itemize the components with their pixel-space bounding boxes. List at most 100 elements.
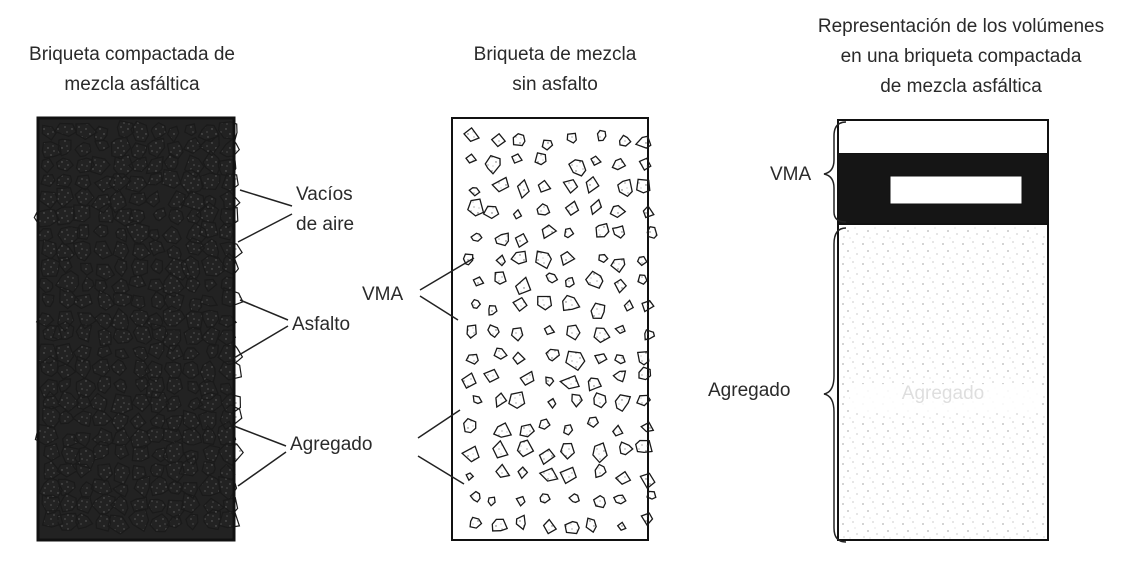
aggregate-particle (644, 329, 656, 341)
aggregate-particle (491, 518, 509, 532)
aggregate-particle (468, 187, 481, 197)
aggregate-particle (39, 378, 59, 399)
aggregate-particle (42, 390, 62, 410)
aggregate-particle (38, 190, 59, 210)
aggregate-particle (127, 156, 149, 173)
aggregate-particle (187, 396, 204, 411)
aggregate-particle (166, 125, 180, 144)
aggregate-particle (42, 324, 63, 342)
aggregate-particle (109, 494, 129, 517)
aggregate-particle (200, 326, 221, 348)
aggregate-particle (536, 203, 551, 216)
aggregate-particle (162, 329, 182, 352)
aggregate-particle (114, 443, 130, 460)
aggregate-particle (95, 263, 116, 281)
aggregate-particle (91, 493, 116, 516)
aggregate-particle (611, 424, 624, 437)
aggregate-particle (623, 299, 635, 312)
aggregate-particle (470, 232, 483, 242)
aggregate-particle (59, 492, 78, 513)
aggregate-particle (41, 405, 61, 429)
aggregate-particle (510, 250, 528, 265)
aggregate-particle (56, 462, 78, 478)
aggregate-particle (637, 274, 648, 285)
aggregate-particle (125, 175, 148, 193)
aggregate-particle (56, 173, 73, 188)
aggregate-particle (220, 393, 242, 414)
aggregate-particle (566, 132, 577, 144)
aggregate-particle (53, 122, 77, 137)
aggregate-particle (107, 514, 131, 535)
aggregate-particle (201, 461, 216, 477)
aggregate-particle (37, 343, 59, 364)
aggregate-particle (112, 328, 134, 344)
aggregate-particle (495, 463, 511, 479)
aggregate-particle (57, 226, 81, 245)
aggregate-particle (469, 516, 483, 529)
aggregate-particle (147, 137, 166, 159)
aggregate-particle (131, 464, 147, 481)
aggregate-particle (111, 411, 129, 433)
aggregate-particle (145, 427, 165, 444)
aggregate-particle (91, 427, 114, 447)
aggregate-particle (183, 154, 205, 179)
aggregate-particle (131, 444, 150, 462)
aggregate-particle (38, 277, 54, 293)
aggregate-particle (130, 142, 148, 161)
aggregate-particle (74, 446, 97, 470)
aggregate-particle (186, 207, 202, 225)
aggregate-particle (484, 154, 501, 175)
aggregate-particle (73, 240, 92, 262)
aggregate-particle (563, 424, 574, 436)
aggregate-particle (41, 141, 62, 159)
aggregate-particle (72, 410, 92, 428)
aggregate-particle (129, 412, 147, 430)
aggregate-particle (74, 174, 92, 191)
aggregate-particle (545, 376, 555, 387)
aggregate-particle (149, 413, 166, 429)
aggregate-particle (617, 178, 633, 198)
aggregate-particle (110, 358, 128, 377)
aggregate-particle (57, 391, 80, 413)
aggregate-particle (635, 178, 651, 194)
aggregate-particle (97, 289, 116, 312)
aggregate-particle (161, 169, 182, 189)
aggregate-particle (113, 258, 128, 278)
aggregate-particle (113, 292, 133, 307)
aggregate-particle (469, 490, 481, 503)
aggregate-particle (488, 305, 498, 316)
aggregate-particle (148, 239, 166, 257)
aggregate-particle (149, 463, 165, 478)
aggregate-particle (614, 394, 632, 413)
aggregate-particle (74, 355, 92, 380)
aggregate-particle (566, 324, 581, 341)
aggregate-particle (62, 433, 80, 449)
aggregate-particle (590, 155, 602, 167)
aggregate-particle (199, 172, 221, 190)
aggregate-particle (52, 321, 75, 340)
aggregate-particle (166, 514, 183, 529)
aggregate-particle (75, 512, 94, 530)
label-vma: VMA (362, 284, 404, 305)
aggregate-particle (614, 324, 626, 335)
aggregate-particle (217, 420, 237, 447)
aggregate-particle (195, 201, 220, 224)
aggregate-particle (512, 351, 526, 365)
aggregate-particle (128, 274, 147, 289)
label-vacios-line2: de aire (296, 214, 355, 235)
aggregate-particle (162, 271, 186, 298)
aggregate-particle (219, 463, 236, 481)
aggregate-particle (76, 393, 93, 411)
aggregate-particle (128, 209, 146, 224)
aggregate-particle (72, 204, 91, 223)
aggregate-particle (55, 241, 76, 262)
aggregate-particle (203, 508, 222, 531)
aggregate-particle (41, 494, 61, 515)
label-agregado: Agregado (290, 434, 373, 455)
aggregate-particle (162, 305, 187, 327)
aggregate-particle (132, 243, 152, 262)
aggregate-particle (40, 173, 56, 188)
aggregate-particle (76, 224, 90, 240)
aggregate-particle (564, 276, 575, 288)
